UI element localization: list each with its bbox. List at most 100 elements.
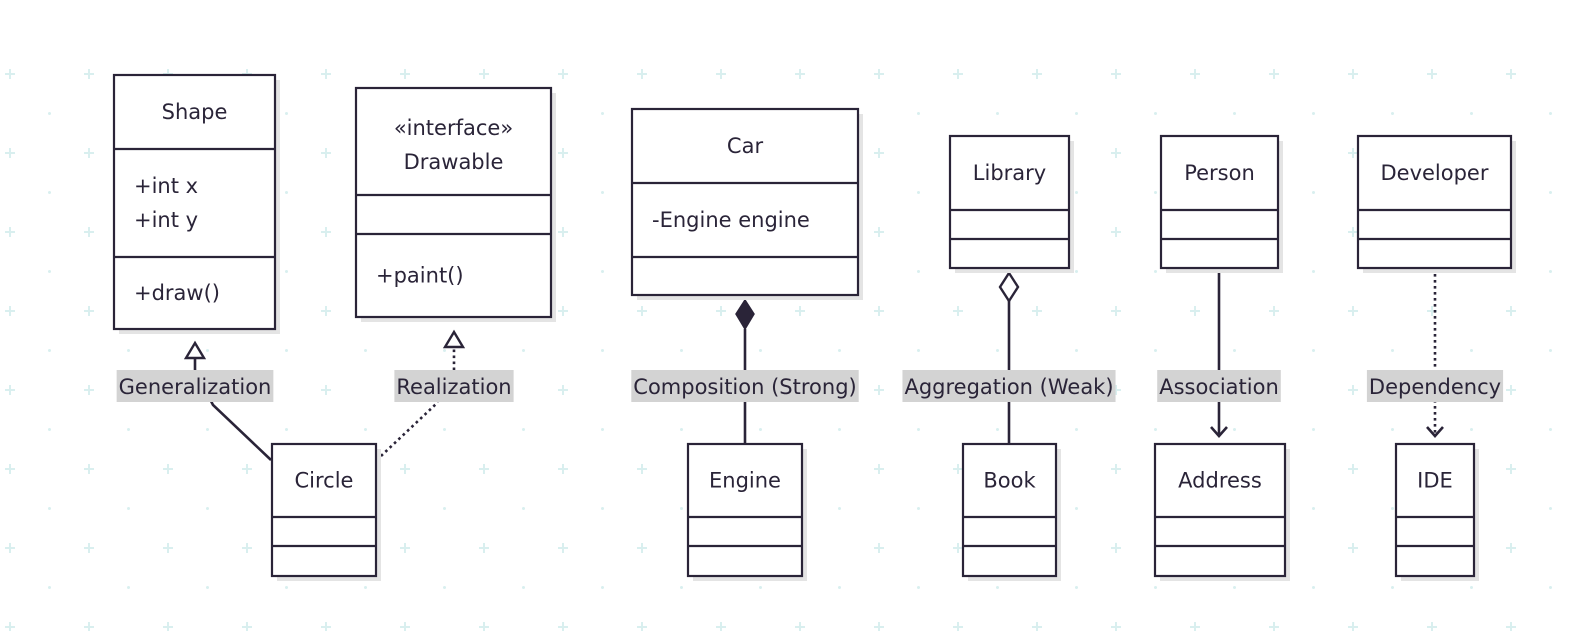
grid-cross (1348, 464, 1358, 474)
relationship-dependency[interactable] (1426, 268, 1444, 438)
grid-dot (48, 428, 51, 431)
grid-dot (680, 586, 683, 589)
grid-dot (285, 112, 288, 115)
grid-dot (917, 349, 920, 352)
grid-cross (874, 622, 884, 631)
class-box (1153, 442, 1287, 578)
class-method: +paint() (376, 264, 464, 288)
grid-dot (759, 349, 762, 352)
class-car[interactable]: Car-Engine engine (630, 107, 863, 300)
grid-cross (400, 69, 410, 79)
grid-cross (1427, 69, 1437, 79)
grid-cross (1506, 69, 1516, 79)
grid-dot (127, 349, 130, 352)
relationship-aggregation[interactable] (998, 270, 1020, 444)
relationship-realization[interactable] (380, 329, 466, 457)
class-box (112, 73, 277, 331)
class-name: Drawable (404, 150, 504, 174)
grid-cross (558, 148, 568, 158)
grid-cross (874, 464, 884, 474)
grid-dot (1075, 191, 1078, 194)
relationship-label-text: Association (1159, 375, 1279, 399)
grid-dot (127, 428, 130, 431)
grid-dot (1075, 586, 1078, 589)
class-engine[interactable]: Engine (686, 442, 807, 581)
relationship-labels-layer: Generalization Realization Composition (St… (116, 370, 1504, 402)
grid-cross (479, 69, 489, 79)
grid-cross (716, 306, 726, 316)
grid-dot (917, 112, 920, 115)
grid-cross (5, 148, 15, 158)
grid-cross (84, 148, 94, 158)
class-box (961, 442, 1058, 578)
relationship-label: Dependency (1366, 370, 1504, 402)
class-box (948, 134, 1071, 270)
class-method: +draw() (134, 281, 220, 305)
class-developer[interactable]: Developer (1356, 134, 1516, 273)
class-person[interactable]: Person (1159, 134, 1283, 273)
relationship-association[interactable] (1210, 268, 1228, 438)
grid-dot (996, 586, 999, 589)
class-box (270, 442, 378, 578)
grid-dot (1391, 507, 1394, 510)
grid-cross (1506, 622, 1516, 631)
grid-cross (163, 622, 173, 631)
grid-dot (364, 586, 367, 589)
class-name: Library (973, 161, 1046, 185)
class-drawable[interactable]: «interface»Drawable+paint() (354, 86, 556, 322)
grid-cross (558, 69, 568, 79)
class-ide[interactable]: IDE (1394, 442, 1479, 581)
grid-dot (443, 349, 446, 352)
grid-dot (1549, 349, 1552, 352)
grid-dot (1312, 349, 1315, 352)
relationship-label: Association (1157, 370, 1281, 402)
grid-cross (242, 622, 252, 631)
relationship-label: Composition (Strong) (631, 370, 859, 402)
grid-cross (1348, 622, 1358, 631)
grid-dot (996, 428, 999, 431)
grid-cross (400, 543, 410, 553)
relationships-layer (183, 268, 1444, 461)
hollow-triangle-arrowhead (183, 340, 207, 360)
class-circle[interactable]: Circle (270, 442, 381, 581)
grid-cross (1269, 69, 1279, 79)
grid-dot (1154, 112, 1157, 115)
grid-dot (680, 349, 683, 352)
grid-dot (443, 428, 446, 431)
grid-dot (601, 507, 604, 510)
grid-dot (1391, 349, 1394, 352)
grid-cross (400, 464, 410, 474)
grid-dot (1549, 586, 1552, 589)
relationship-label-text: Aggregation (Weak) (904, 375, 1113, 399)
grid-dot (917, 507, 920, 510)
grid-dot (206, 349, 209, 352)
class-address[interactable]: Address (1153, 442, 1290, 581)
grid-cross (1348, 69, 1358, 79)
grid-cross (874, 69, 884, 79)
grid-cross (400, 622, 410, 631)
grid-dot (48, 270, 51, 273)
grid-dot (1154, 270, 1157, 273)
grid-cross (84, 227, 94, 237)
grid-dot (601, 349, 604, 352)
grid-dot (285, 270, 288, 273)
relationship-label: Generalization (116, 370, 274, 402)
grid-cross (795, 306, 805, 316)
class-shape[interactable]: Shape+int x+int y+draw() (112, 73, 280, 334)
grid-cross (1111, 543, 1121, 553)
grid-cross (1111, 69, 1121, 79)
grid-dot (1470, 112, 1473, 115)
grid-cross (1506, 464, 1516, 474)
relationship-label: Aggregation (Weak) (902, 370, 1116, 402)
class-book[interactable]: Book (961, 442, 1061, 581)
grid-dot (364, 428, 367, 431)
class-library[interactable]: Library (948, 134, 1074, 273)
grid-cross (242, 543, 252, 553)
grid-dot (1312, 112, 1315, 115)
grid-dot (1233, 349, 1236, 352)
grid-dot (522, 586, 525, 589)
grid-cross (5, 543, 15, 553)
relationship-label: Realization (394, 370, 514, 402)
